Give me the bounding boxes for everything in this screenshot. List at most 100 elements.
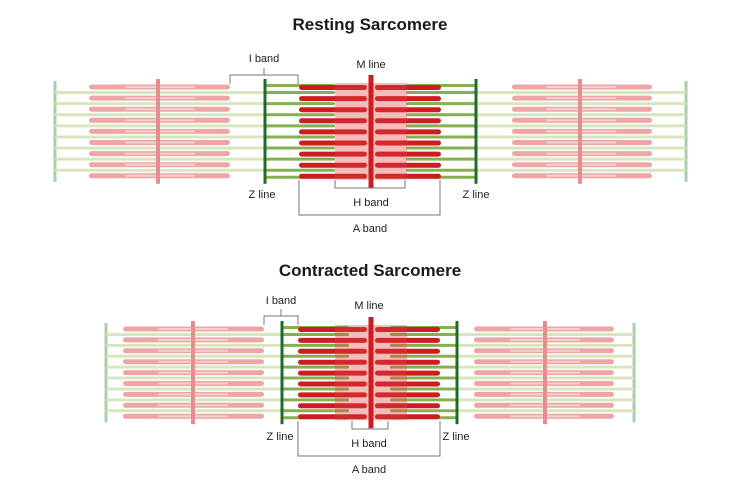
myosin-filament <box>299 140 367 146</box>
actin-filament <box>265 146 335 150</box>
myosin-filament <box>298 403 367 409</box>
myosin-filament <box>299 129 367 135</box>
actin-filament <box>265 135 335 139</box>
actin-filament <box>406 146 476 150</box>
actin-filament <box>282 343 349 347</box>
actin-filament <box>390 376 457 380</box>
contracted-i-band-label: I band <box>266 295 297 307</box>
myosin-filament <box>375 348 440 354</box>
contracted-i-band-bracket <box>263 309 299 325</box>
actin-filament <box>265 157 335 161</box>
myosin-filament <box>375 359 440 365</box>
actin-filament <box>390 332 457 336</box>
contracted-h-band-label: H band <box>351 438 386 450</box>
myosin-filament <box>299 96 367 102</box>
faded-z-line <box>53 81 57 182</box>
actin-filament <box>282 332 349 336</box>
resting-a-band-bracket <box>298 180 441 216</box>
actin-filament <box>265 124 335 128</box>
myosin-filament <box>375 118 441 124</box>
actin-filament <box>265 113 335 117</box>
myosin-filament <box>298 359 367 365</box>
contracted-a-band-label: A band <box>352 464 386 476</box>
myosin-filament <box>375 381 440 387</box>
actin-filament <box>282 387 349 391</box>
z-line <box>455 321 459 425</box>
m-line <box>368 75 374 188</box>
myosin-filament <box>298 348 367 354</box>
contracted-a-band-bracket <box>297 421 441 457</box>
z-line <box>263 79 267 184</box>
contracted-z-line-right-label: Z line <box>443 431 470 443</box>
contracted-title: Contracted Sarcomere <box>279 261 461 280</box>
myosin-filament <box>375 162 441 168</box>
actin-filament <box>390 343 457 347</box>
contracted-filaments <box>104 317 636 429</box>
myosin-filament <box>298 392 367 398</box>
resting-title: Resting Sarcomere <box>293 15 448 34</box>
myosin-filament <box>375 107 441 113</box>
myosin-filament <box>298 414 367 420</box>
myosin-filament <box>375 414 440 420</box>
actin-filament <box>390 365 457 369</box>
contracted-sarcomere: Contracted Sarcomere I band M line Z lin… <box>104 261 636 476</box>
resting-h-band-bracket <box>334 180 406 189</box>
myosin-filament <box>375 370 440 376</box>
actin-filament <box>282 409 349 413</box>
actin-filament <box>406 168 476 172</box>
resting-sarcomere: Resting Sarcomere I band M line Z line Z… <box>53 15 688 235</box>
m-line <box>368 317 374 429</box>
actin-filament <box>390 398 457 402</box>
actin-filament <box>406 113 476 117</box>
myosin-filament <box>299 85 367 90</box>
faded-z-line <box>684 81 688 182</box>
actin-filament <box>390 354 457 358</box>
contracted-z-line-left-label: Z line <box>267 431 294 443</box>
myosin-filament <box>298 381 367 387</box>
resting-i-band-label: I band <box>249 53 280 65</box>
faded-m-line <box>191 321 195 425</box>
actin-filament <box>390 409 457 413</box>
myosin-filament <box>375 140 441 146</box>
myosin-filament <box>298 337 367 343</box>
myosin-filament <box>375 392 440 398</box>
myosin-filament <box>298 370 367 376</box>
faded-m-line <box>156 79 160 184</box>
actin-filament <box>282 398 349 402</box>
actin-filament <box>265 102 335 106</box>
actin-filament <box>282 354 349 358</box>
actin-filament <box>406 124 476 128</box>
contracted-m-line-label: M line <box>354 300 383 312</box>
actin-filament <box>406 91 476 95</box>
myosin-filament <box>298 327 367 332</box>
faded-z-line <box>632 323 636 423</box>
myosin-filament <box>375 151 441 157</box>
resting-a-band-label: A band <box>353 223 387 235</box>
myosin-filament <box>299 118 367 124</box>
resting-filaments <box>53 75 688 188</box>
actin-filament <box>265 91 335 95</box>
actin-filament <box>282 376 349 380</box>
actin-filament <box>390 387 457 391</box>
myosin-filament <box>299 162 367 168</box>
resting-i-band-bracket <box>229 68 299 84</box>
faded-z-line <box>104 323 108 423</box>
actin-filament <box>406 102 476 106</box>
myosin-filament <box>299 107 367 113</box>
actin-filament <box>406 135 476 139</box>
myosin-filament <box>375 85 441 90</box>
myosin-filament <box>375 96 441 102</box>
myosin-filament <box>299 173 367 179</box>
myosin-filament <box>375 403 440 409</box>
myosin-filament <box>375 129 441 135</box>
z-line <box>474 79 478 184</box>
actin-filament <box>406 157 476 161</box>
myosin-filament <box>375 173 441 179</box>
resting-h-band-label: H band <box>353 197 388 209</box>
myosin-filament <box>375 327 440 332</box>
actin-filament <box>265 168 335 172</box>
faded-m-line <box>543 321 547 425</box>
faded-m-line <box>578 79 582 184</box>
z-line <box>280 321 284 425</box>
